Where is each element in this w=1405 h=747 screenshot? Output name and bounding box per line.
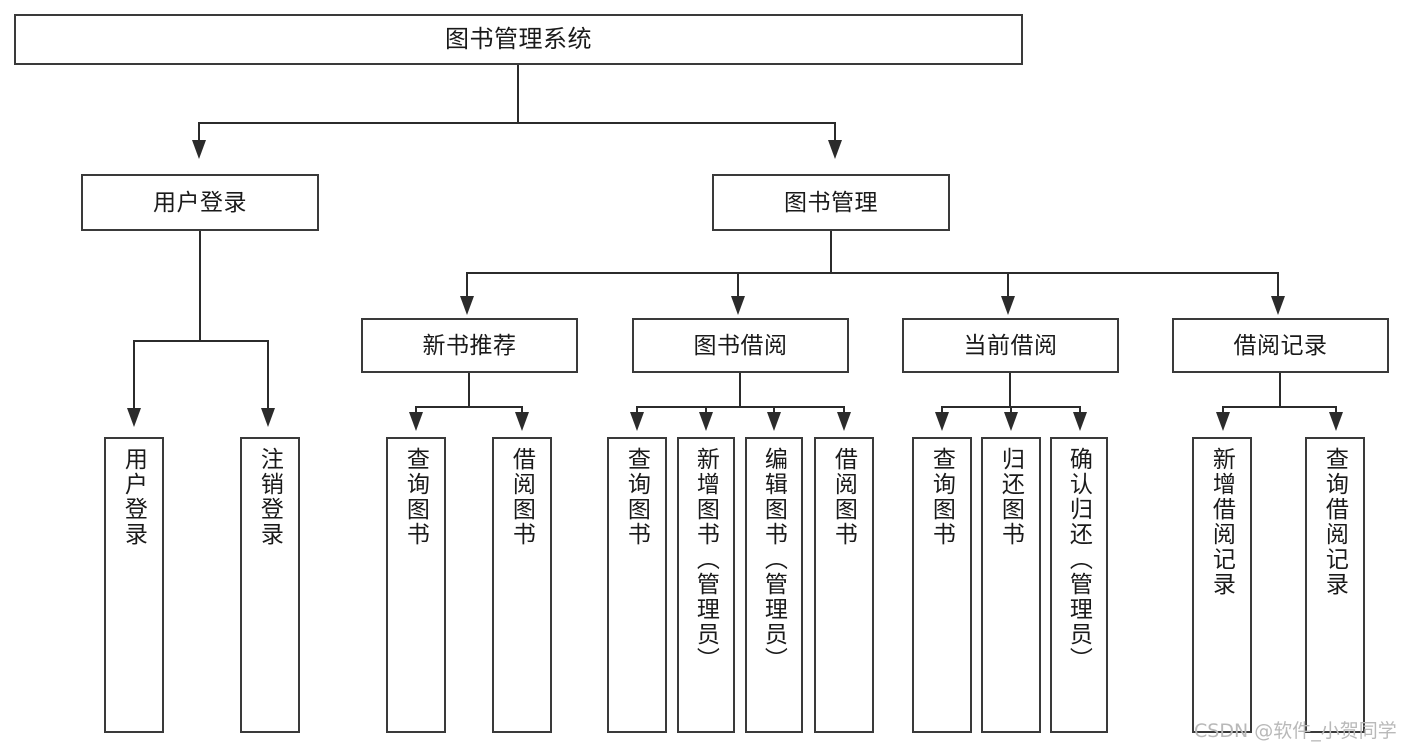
arrowhead-borrowrecord-1	[1329, 412, 1343, 431]
node-current-borrow[interactable]: 当前借阅	[902, 318, 1119, 373]
node-label: 图书管理系统	[445, 25, 592, 53]
connector-borrowrecord-bus	[1222, 406, 1337, 408]
node-new-book-recommend[interactable]: 新书推荐	[361, 318, 578, 373]
leaf-current-borrow-confirm[interactable]: 确认归还（管理员）	[1050, 437, 1108, 733]
connector-userlogin-drop-0	[133, 340, 135, 410]
node-borrow-record[interactable]: 借阅记录	[1172, 318, 1389, 373]
node-label: 当前借阅	[963, 332, 1058, 359]
leaf-new-book-borrow[interactable]: 借阅图书	[492, 437, 552, 733]
arrowhead-bookmgmt-1	[731, 296, 745, 315]
node-label: 新增图书（管理员）	[693, 447, 720, 672]
node-label: 用户登录	[121, 447, 148, 547]
connector-root-bus	[198, 122, 836, 124]
connector-borrowrecord-stem	[1279, 373, 1281, 408]
leaf-book-borrow-borrow[interactable]: 借阅图书	[814, 437, 874, 733]
leaf-book-borrow-query[interactable]: 查询图书	[607, 437, 667, 733]
node-label: 确认归还（管理员）	[1066, 447, 1093, 672]
node-label: 图书管理	[784, 189, 878, 216]
node-label: 新增借阅记录	[1209, 447, 1236, 597]
arrowhead-bookborrow-2	[767, 412, 781, 431]
connector-newbook-stem	[468, 373, 470, 408]
arrowhead-userlogin-1	[261, 408, 275, 427]
connector-root-stem	[517, 65, 519, 123]
leaf-user-login-login[interactable]: 用户登录	[104, 437, 164, 733]
node-label: 图书借阅	[693, 332, 788, 359]
arrowhead-bookmgmt-3	[1271, 296, 1285, 315]
arrowhead-bookmgmt-0	[460, 296, 474, 315]
connector-root-drop-left	[198, 122, 200, 143]
leaf-current-borrow-return[interactable]: 归还图书	[981, 437, 1041, 733]
arrowhead-newbook-1	[515, 412, 529, 431]
arrowhead-currentborrow-0	[935, 412, 949, 431]
arrowhead-currentborrow-1	[1004, 412, 1018, 431]
node-label: 编辑图书（管理员）	[761, 447, 788, 672]
connector-bookmgmt-drop-3	[1277, 272, 1279, 298]
leaf-borrow-record-add[interactable]: 新增借阅记录	[1192, 437, 1252, 733]
node-label: 查询图书	[624, 447, 651, 547]
arrowhead-bookborrow-3	[837, 412, 851, 431]
node-label: 查询借阅记录	[1322, 447, 1349, 597]
node-book-borrow[interactable]: 图书借阅	[632, 318, 849, 373]
connector-userlogin-drop-1	[267, 340, 269, 410]
connector-bookmgmt-drop-1	[737, 272, 739, 298]
node-user-login[interactable]: 用户登录	[81, 174, 319, 231]
arrowhead-currentborrow-2	[1073, 412, 1087, 431]
node-label: 归还图书	[998, 447, 1025, 547]
csdn-watermark: CSDN @软件_小贺同学	[1194, 720, 1397, 742]
arrowhead-userlogin-0	[127, 408, 141, 427]
leaf-book-borrow-edit[interactable]: 编辑图书（管理员）	[745, 437, 803, 733]
node-label: 借阅图书	[831, 447, 858, 547]
node-label: 查询图书	[929, 447, 956, 547]
node-root-system[interactable]: 图书管理系统	[14, 14, 1023, 65]
connector-currentborrow-stem	[1009, 373, 1011, 408]
node-label: 借阅图书	[509, 447, 536, 547]
arrowhead-newbook-0	[409, 412, 423, 431]
arrowhead-to-user-login	[192, 140, 206, 159]
node-label: 注销登录	[257, 447, 284, 547]
leaf-user-login-logout[interactable]: 注销登录	[240, 437, 300, 733]
leaf-current-borrow-query[interactable]: 查询图书	[912, 437, 972, 733]
arrowhead-bookborrow-1	[699, 412, 713, 431]
leaf-book-borrow-add[interactable]: 新增图书（管理员）	[677, 437, 735, 733]
node-label: 借阅记录	[1233, 332, 1328, 359]
connector-bookmgmt-drop-0	[466, 272, 468, 298]
connector-bookmgmt-drop-2	[1007, 272, 1009, 298]
connector-bookmgmt-stem	[830, 231, 832, 273]
connector-newbook-bus	[415, 406, 523, 408]
connector-bookmgmt-bus	[466, 272, 1279, 274]
leaf-new-book-query[interactable]: 查询图书	[386, 437, 446, 733]
arrowhead-to-book-manage	[828, 140, 842, 159]
connector-userlogin-stem	[199, 231, 201, 341]
node-label: 新书推荐	[422, 332, 517, 359]
connector-bookborrow-stem	[739, 373, 741, 408]
arrowhead-borrowrecord-0	[1216, 412, 1230, 431]
arrowhead-bookborrow-0	[630, 412, 644, 431]
leaf-borrow-record-query[interactable]: 查询借阅记录	[1305, 437, 1365, 733]
node-book-management[interactable]: 图书管理	[712, 174, 950, 231]
arrowhead-bookmgmt-2	[1001, 296, 1015, 315]
node-label: 用户登录	[153, 189, 247, 216]
node-label: 查询图书	[403, 447, 430, 547]
connector-root-drop-right	[834, 122, 836, 143]
connector-userlogin-bus	[133, 340, 267, 342]
connector-bookborrow-bus	[636, 406, 845, 408]
